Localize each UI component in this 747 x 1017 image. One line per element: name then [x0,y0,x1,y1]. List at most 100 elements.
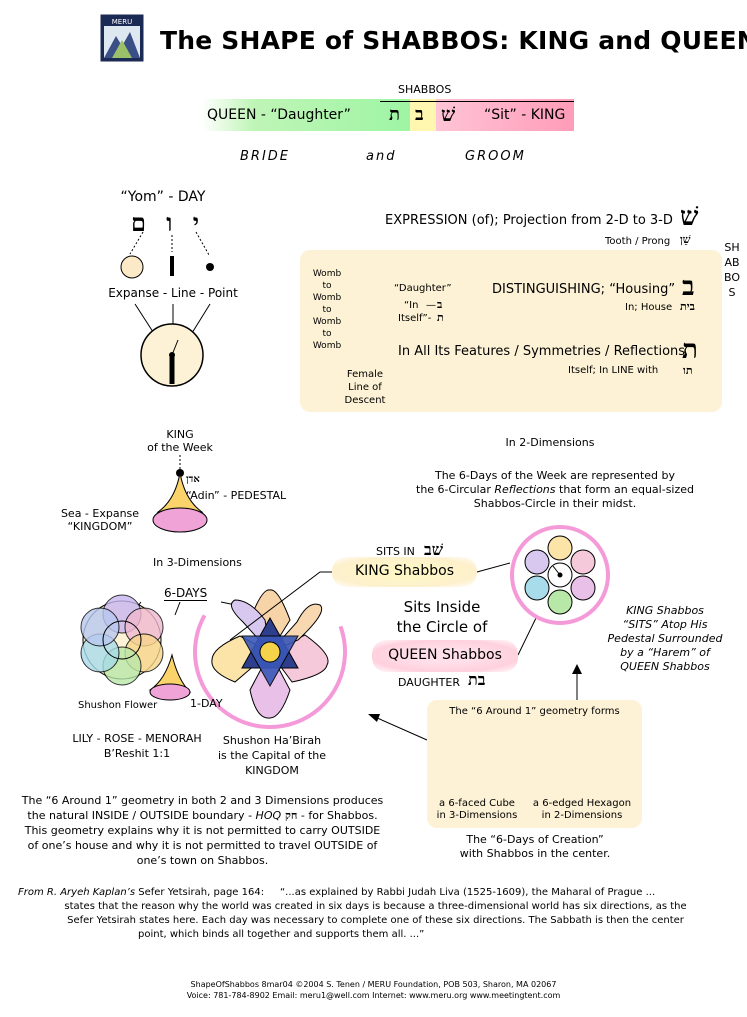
letters-panel [300,250,722,412]
king-sits-note: KING Shabbos “SITS” Atop His Pedestal Su… [590,604,740,674]
shabbos-vertical: SHABBOS [723,241,740,299]
bet-bar [410,99,436,131]
note-5: QUEEN Shabbos [620,660,710,673]
quote-2: states that the reason why the world was… [64,901,687,912]
note-1: KING Shabbos [626,604,704,617]
king-bar [436,99,574,131]
hex-1: a 6-edged Hexagon [532,798,632,809]
features-text: In All Its Features / Symmetries / Refle… [398,344,686,359]
note-2: “SITS” Atop His [622,618,708,631]
foot-2: with Shabbos in the center. [459,847,611,860]
womb-list: Womb to Womb to Womb to Womb [310,268,344,352]
king-shabbos-label: KING Shabbos [354,563,455,579]
cube-label: a 6-faced Cube in 3-Dimensions [427,798,527,822]
boundary-3: This geometry explains why it is not per… [24,824,381,837]
sits-inside-1: Sits Inside [403,598,481,616]
womb-heb-bet: ב [437,298,443,311]
footer-2: Voice: 781-784-8902 Email: meru1@well.co… [186,991,561,1000]
cube-1: a 6-faced Cube [439,798,515,809]
cap-2: is the Capital of the [217,749,327,762]
heb-shin: שׁ [441,102,456,126]
womb-line: Womb [312,341,342,351]
yom-caption: Expanse - Line - Point [108,286,238,300]
dim2-desc-3: Shabbos-Circle in their midst. [473,497,637,510]
distinguishing-text: DISTINGUISHING; “Housing” [492,282,676,297]
heb-shev: שׁב [424,540,444,559]
sea-2: “KINGDOM” [67,520,133,533]
bet-big: ב [682,272,695,302]
circle-flower [80,594,164,686]
and-label: and [366,149,397,164]
shin-big: שׁ [680,202,699,232]
bet-small: בית [680,300,695,313]
boundary-2heb: חק [281,809,298,822]
shushon-lily [193,575,347,729]
heb-tav: ת [389,104,400,125]
boundary-4: of one’s house and why it is not permitt… [27,839,378,852]
quote-src-b: Sefer Yetsirah, page 164: [138,887,265,898]
six-days-label: 6-DAYS [164,586,208,601]
shin-small: שֵׁן [680,233,691,246]
king-shabbos-tag [332,557,477,587]
footer: ShapeOfShabbos 8mar04 ©2004 S. Tenen / M… [0,979,747,1001]
lily-label: LILY - ROSE - MENORAH B’Reshit 1:1 [52,731,222,761]
lily-1: LILY - ROSE - MENORAH [72,732,202,745]
hex-label: a 6-edged Hexagon in 2-Dimensions [527,798,637,822]
female-line-2: Line of [348,382,382,393]
boundary-paragraph: The “6 Around 1” geometry in both 2 and … [10,793,395,868]
sea-1: Sea - Expanse [60,507,140,520]
kaplan-quote: From R. Aryeh Kaplan’s Sefer Yetsirah, p… [18,886,733,942]
shushon-flower-label: Shushon Flower [78,700,158,711]
meru-logo: MERU [100,14,144,62]
tav-big: ת [682,335,698,365]
tooth-text: Tooth / Prong [605,236,671,247]
tav-small: תו [683,364,693,377]
quote-1: “...as explained by Rabbi Judah Liva (15… [280,887,656,898]
heb-bat: בת [468,670,486,689]
logo-text: MERU [112,18,132,26]
geometry-title: The “6 Around 1” geometry forms [449,706,620,717]
footer-1: ShapeOfShabbos 8mar04 ©2004 S. Tenen / M… [190,980,557,989]
boundary-2: the natural INSIDE / OUTSIDE boundary - … [10,808,395,823]
womb-line: to [322,305,332,315]
pedestal [152,455,208,533]
dim2-title: In 2-Dimensions [505,436,595,449]
itself-text: Itself; In LINE with [568,365,659,376]
womb-in: “In [404,300,419,311]
heb-adin: אדן [186,474,200,485]
womb-line: Womb [312,269,342,279]
shabbos-label: SHABBOS [398,83,452,96]
creation-caption: The “6-Days of Creation” with Shabbos in… [420,833,650,861]
seven-circles [510,525,610,625]
womb-heb-tav: ת [437,311,444,324]
one-day-label: 1-DAY [190,697,223,710]
queen-label: QUEEN - “Daughter” [207,107,351,123]
heb-bet: ב [415,104,424,125]
dim2-desc-2c: that form an equal-sized [555,483,694,496]
boundary-2c: - for Shabbos. [297,809,378,822]
shabbos-overline [380,101,574,102]
note-4: by a “Harem” of [620,646,710,659]
boundary-2a: the natural INSIDE / OUTSIDE boundary - [27,809,256,822]
king-week-label: KING of the Week [140,428,220,454]
female-line-3: Descent [344,395,386,406]
daughter-label: DAUGHTER [398,676,460,689]
yom-hebrew: י ו ם [130,208,206,237]
expression-text: EXPRESSION (of); Projection from 2-D to … [385,213,673,228]
quote-line-1: From R. Aryeh Kaplan’s Sefer Yetsirah, p… [18,886,733,900]
cap-3: KINGDOM [245,764,299,777]
adin-label: “Adin” - PEDESTAL [186,489,287,502]
king-label: “Sit” - KING [484,107,566,123]
bride-label: BRIDE [240,149,291,164]
note-3: Pedestal Surrounded [607,632,723,645]
female-line-1: Female [346,369,384,380]
queen-bar [202,99,410,131]
lily-2: B’Reshit 1:1 [103,747,171,760]
cube-2: in 3-Dimensions [436,810,518,821]
cap-1: Shushon Ha’Birah [222,734,322,747]
dim2-desc-2: the 6-Circular Reflections that form an … [405,483,705,497]
dim2-desc-1: The 6-Days of the Week are represented b… [434,469,676,482]
shushon-caption: Shushon Ha’Birah is the Capital of the K… [212,733,332,778]
in-house-text: In; House [625,302,673,313]
womb-line: Womb [312,317,342,327]
